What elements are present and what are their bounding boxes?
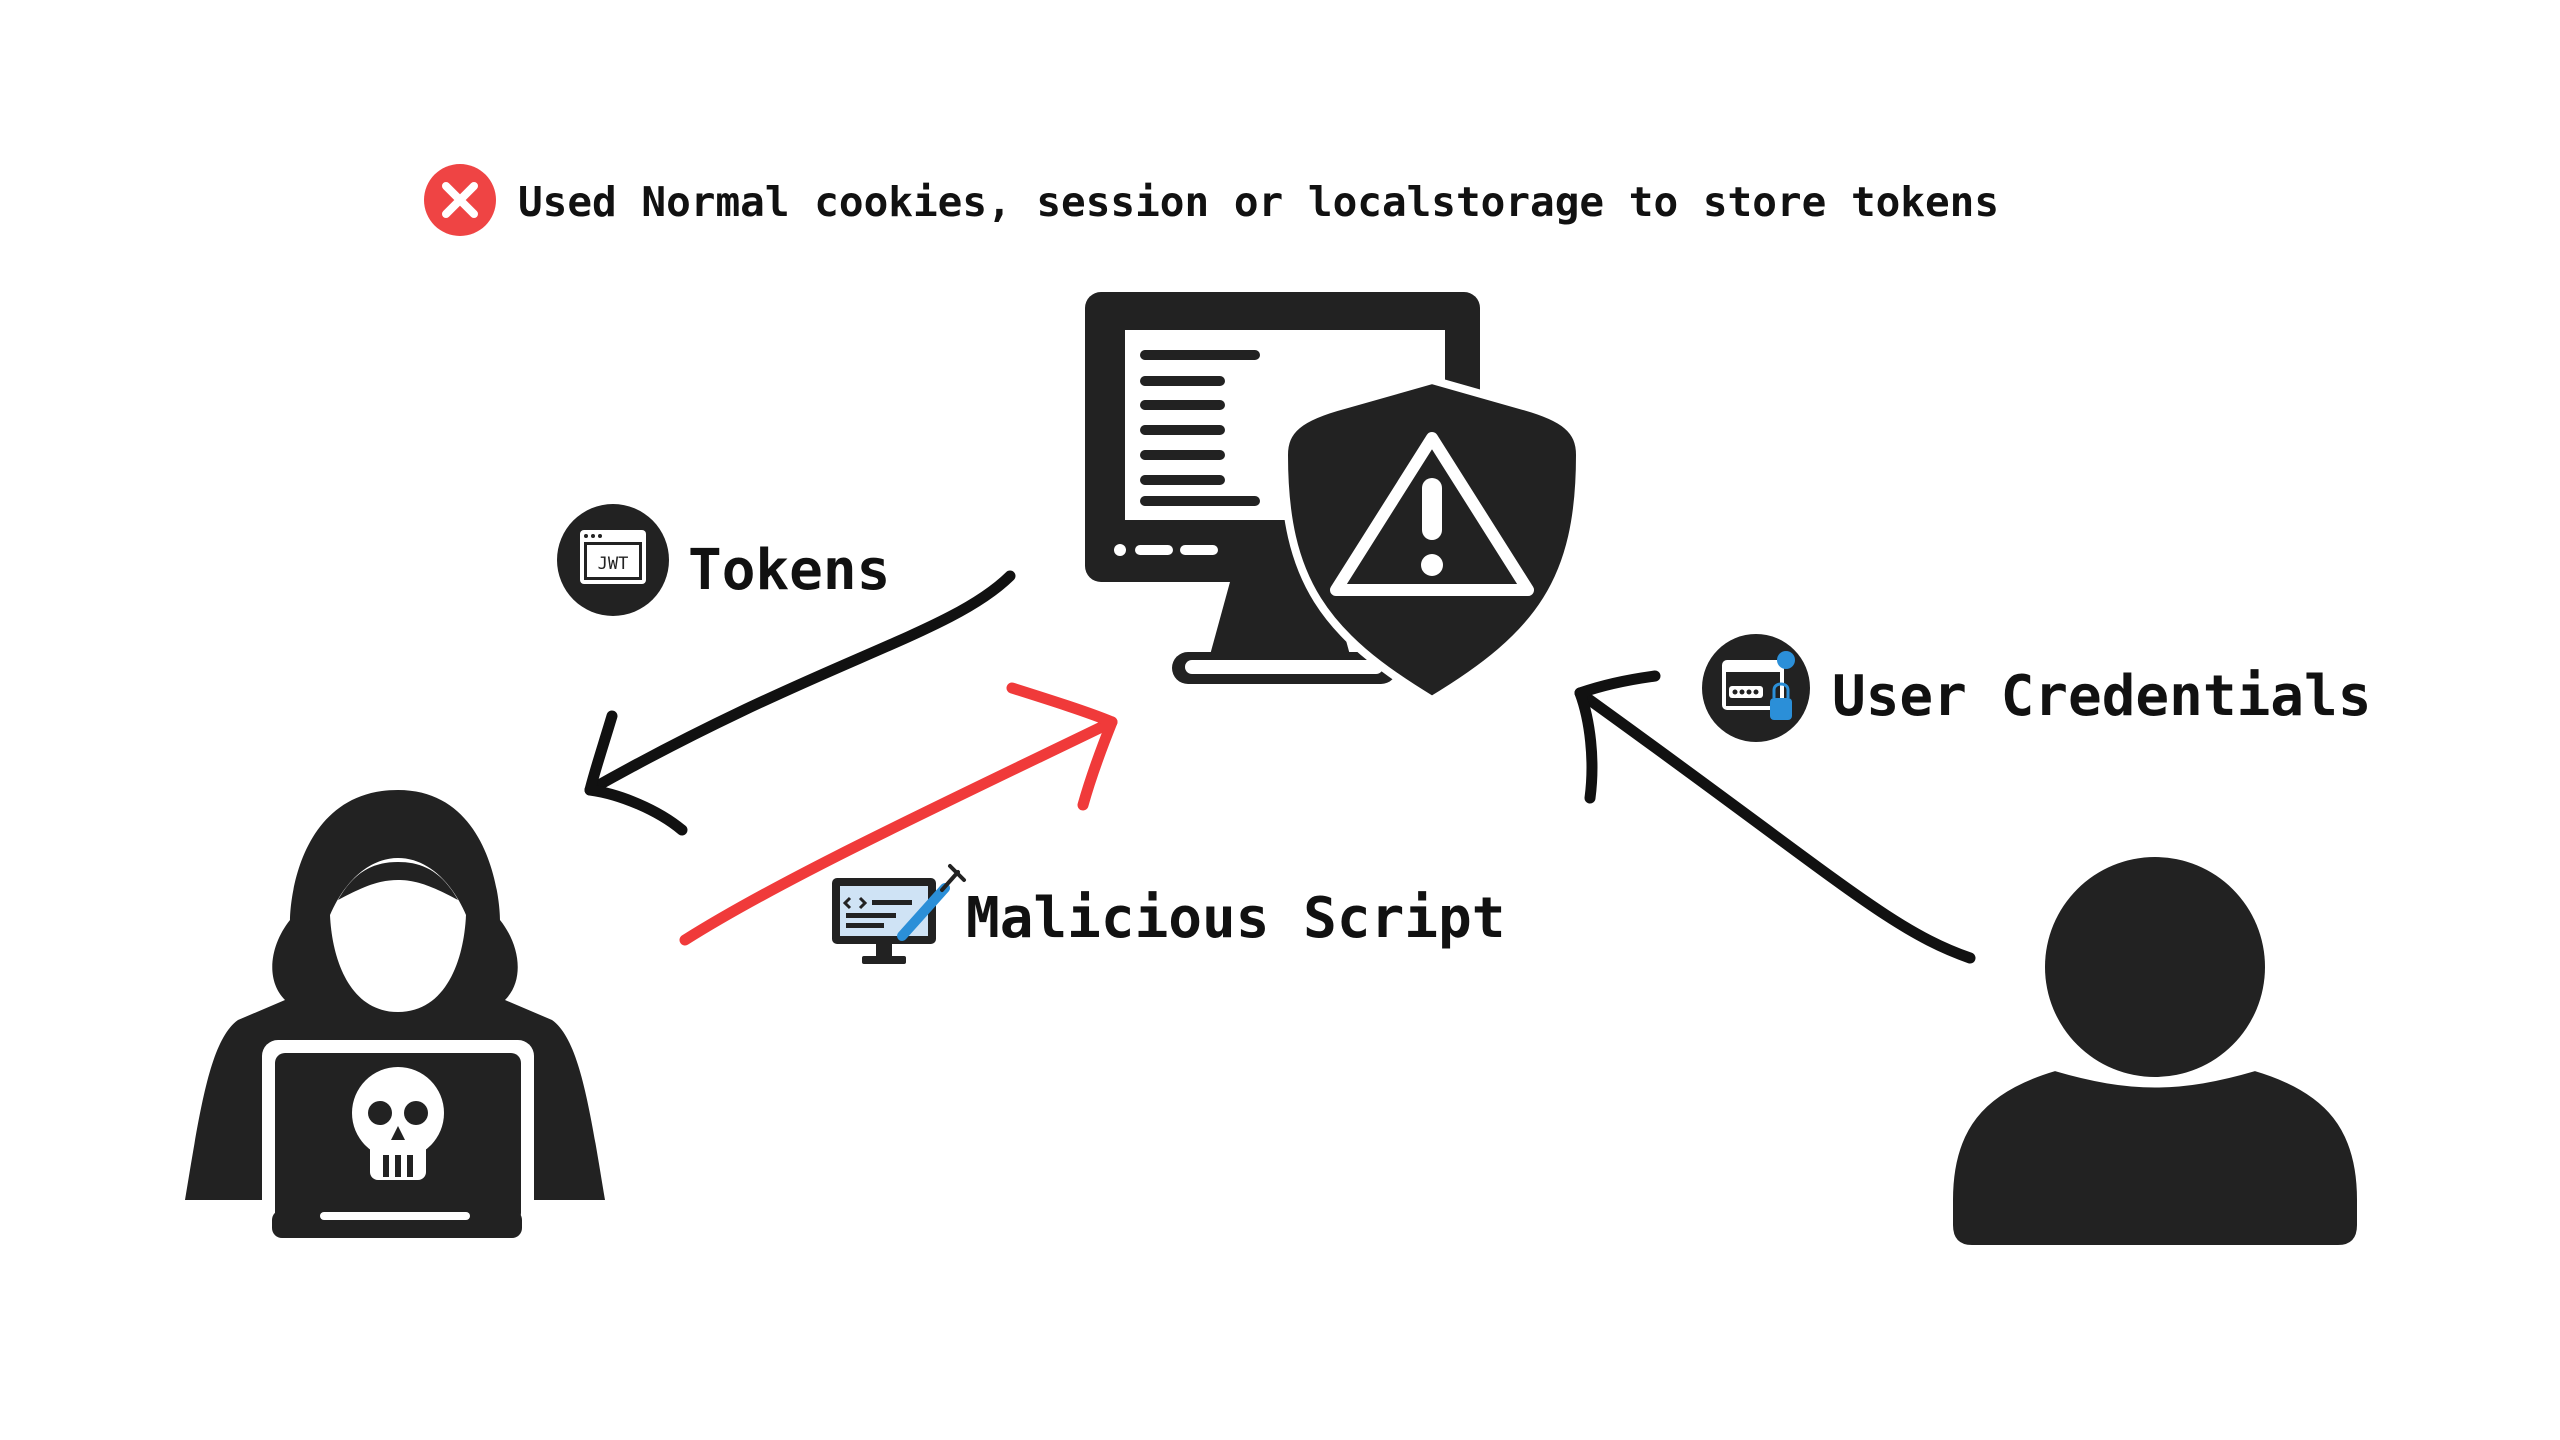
user-credentials-label: User Credentials [1832, 664, 2372, 729]
jwt-icon: JWT [557, 504, 669, 616]
malicious-script-label: Malicious Script [966, 886, 1506, 951]
error-x-circle-icon [424, 164, 496, 236]
monitor-shield-warning-icon [1085, 292, 1585, 705]
credentials-arrow [1574, 670, 1976, 964]
code-injection-icon [832, 864, 966, 964]
password-lock-icon [1702, 634, 1810, 742]
tokens-arrow [584, 570, 1016, 836]
hacker-laptop-icon [185, 790, 605, 1238]
tokens-label: Tokens [688, 538, 891, 603]
malicious-script-arrow [679, 682, 1118, 946]
jwt-text: JWT [598, 554, 629, 574]
user-icon [1947, 857, 2363, 1251]
header-text: Used Normal cookies, session or localsto… [518, 178, 2000, 226]
